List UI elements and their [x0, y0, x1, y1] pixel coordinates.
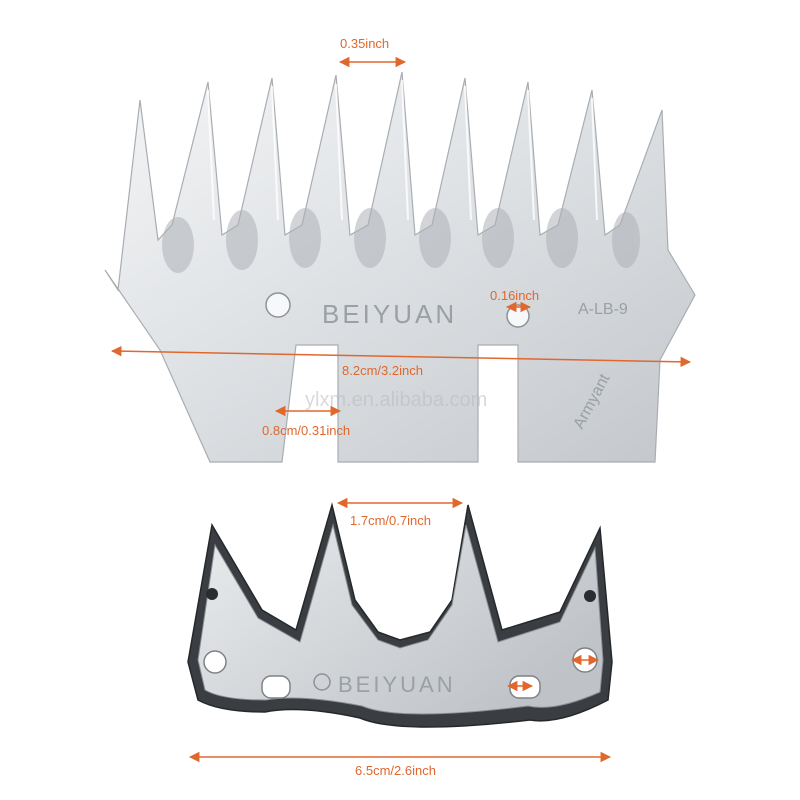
comb-gullets: [162, 208, 640, 273]
cutter-slot-left: [261, 675, 291, 699]
dim-label-overall-width: 8.2cm/3.2inch: [342, 363, 423, 378]
cutter-slot-right: [509, 675, 541, 699]
comb-brand-engraving: BEIYUAN: [322, 299, 457, 329]
cutter-brand-engraving: BEIYUAN: [338, 672, 456, 697]
dim-label-cutter-overall-width: 6.5cm/2.6inch: [355, 763, 436, 778]
watermark: ylxm.en.alibaba.com: [305, 389, 487, 411]
cutter-pin-right: [584, 590, 596, 602]
comb-model-engraving: A-LB-9: [578, 301, 628, 318]
comb-dimensions: 0.35inch 0.16inch 8.2cm/3.2inch 0.8cm/0.…: [110, 36, 692, 438]
cutter-blade: BEIYUAN: [187, 502, 613, 728]
dim-label-hole-diameter: 0.16inch: [490, 288, 539, 303]
comb-tooth-highlights: [207, 79, 598, 221]
cutter-dimensions: 1.7cm/0.7inch 6.5cm/2.6inch: [188, 497, 612, 778]
dim-label-tooth-spacing: 0.35inch: [340, 36, 389, 51]
cutter-pin-left: [206, 588, 218, 600]
cutter-hole-left: [203, 650, 227, 674]
dim-label-cutter-tooth-spacing: 1.7cm/0.7inch: [350, 513, 431, 528]
cutter-crown-logo-icon: [313, 673, 331, 691]
dim-line-overall-width: [110, 345, 692, 368]
dim-label-slot-width: 0.8cm/0.31inch: [262, 423, 350, 438]
comb-hole-right: [506, 304, 530, 328]
comb-hole-left: [265, 292, 291, 318]
